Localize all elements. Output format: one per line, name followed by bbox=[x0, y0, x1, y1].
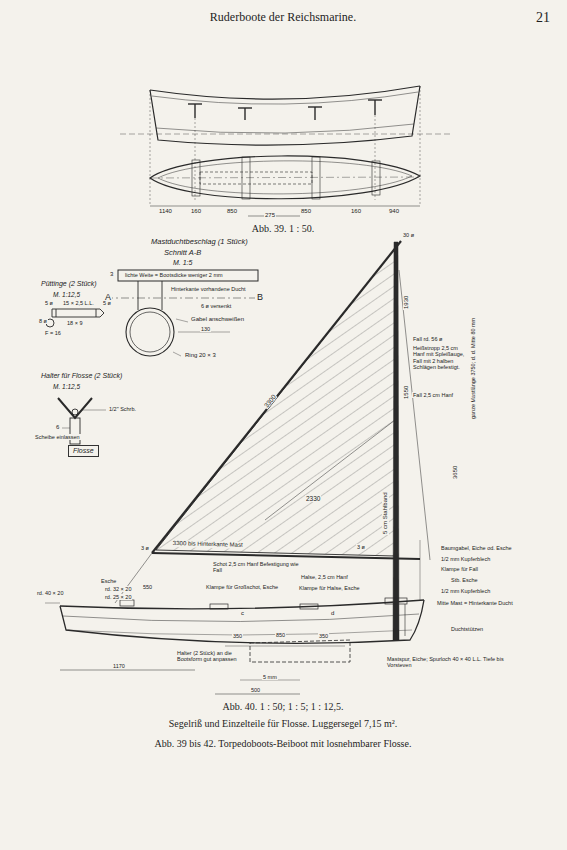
dimension-label: 160 bbox=[350, 208, 362, 215]
dimension-label: M. 1:5 bbox=[172, 259, 193, 267]
dimension-label: ganze Mastlänge 3750; d. d. Mitte 80 mm bbox=[470, 317, 476, 420]
dimension-label: Halse, 2,5 cm Hanf bbox=[300, 574, 349, 580]
dimension-label: Klampe für Halse, Esche bbox=[298, 585, 361, 591]
caption-text: Segelriß und Einzelteile für Flosse. Lug… bbox=[168, 718, 399, 730]
dimension-label: 3300 bbox=[262, 392, 278, 409]
dimension-label: B bbox=[256, 292, 264, 302]
dimension-label: rd. 40 × 20 bbox=[36, 590, 64, 596]
dimension-label: 18 × 9 bbox=[66, 320, 83, 326]
dimension-label: 5 cm Stahlband bbox=[382, 491, 389, 535]
dimension-label: Schot 2,5 cm Hanf Befestigung wie Fall bbox=[212, 561, 304, 574]
dimension-label: 3 ø bbox=[356, 544, 366, 550]
dimension-label: Klampe für Fall bbox=[440, 566, 479, 572]
dimension-label: Halter für Flosse (2 Stück) bbox=[40, 372, 123, 380]
dimension-label: Gabel anschweißen bbox=[190, 316, 245, 323]
dimension-label: 8 ø bbox=[38, 318, 48, 324]
caption-text: Abb. 39. 1 : 50. bbox=[251, 223, 316, 235]
dimension-label: Schnitt A-B bbox=[163, 249, 202, 258]
dimension-label: Püttinge (2 Stück) bbox=[40, 280, 98, 288]
dimension-label: 350 bbox=[318, 633, 329, 639]
dimension-label: F = 16 bbox=[44, 330, 62, 336]
dimension-label: Duchtstützen bbox=[450, 626, 484, 632]
dimension-label: 2330 bbox=[305, 495, 321, 502]
dimension-label: Ring 20 × 3 bbox=[184, 352, 217, 359]
dimension-label: c bbox=[240, 610, 245, 617]
dimension-label: Fall rd. 56 ø bbox=[412, 336, 443, 342]
dimension-label: 15 × 2,5 L.L. bbox=[62, 300, 95, 306]
dimension-label: 550 bbox=[142, 584, 153, 590]
dimension-label: 850 bbox=[226, 208, 238, 215]
dimension-label: 500 bbox=[250, 687, 261, 693]
dimension-label: 3300 bis Hinterkante Mast bbox=[172, 540, 244, 549]
dimension-label: rd. 25 × 20 bbox=[104, 594, 132, 600]
dimension-label: 1/2 mm Kupferblech bbox=[440, 588, 491, 594]
dimension-label: Klampe für Großschot, Esche bbox=[205, 584, 279, 590]
dimension-label: 1/2 mm Kupferblech bbox=[440, 556, 491, 562]
caption-text: 21 bbox=[535, 10, 551, 26]
dimension-label: 6 bbox=[55, 424, 60, 431]
dimension-label: Baumgabel, Eiche od. Esche bbox=[440, 545, 513, 551]
dimension-label: 130 bbox=[200, 326, 211, 332]
dimension-label: 1930 bbox=[403, 295, 410, 310]
part-box: Flosse bbox=[68, 445, 99, 457]
dimension-label: M. 1:12,5 bbox=[52, 291, 81, 298]
dimension-label: 1/2" Schrb. bbox=[108, 406, 137, 412]
dimension-label: 1170 bbox=[112, 663, 126, 669]
dimension-label: Heißstropp 2,5 cm Hanf mit Spleißauge, F… bbox=[412, 345, 470, 370]
dimension-label: Halter (2 Stück) an die Bootsform gut an… bbox=[176, 650, 242, 663]
dimension-label: 5 mm bbox=[262, 674, 278, 680]
dimension-label: 3650 bbox=[452, 465, 459, 480]
dimension-label: Mastduchtbeschlag (1 Stück) bbox=[150, 238, 249, 247]
dimension-label: Mastspur, Eiche; Spurloch 40 × 40 L.L. T… bbox=[386, 656, 506, 669]
dimension-label: 850 bbox=[275, 632, 286, 638]
dimension-label: d bbox=[330, 610, 335, 617]
part-name: Flosse bbox=[73, 447, 94, 455]
dimension-label: Scheibe einlassen bbox=[34, 434, 81, 440]
dimension-label: 3 bbox=[109, 271, 114, 278]
dimension-label: rd. 32 × 20 bbox=[104, 586, 132, 592]
dimension-label: 1550 bbox=[403, 385, 410, 400]
dimension-label: 850 bbox=[300, 208, 312, 215]
dimension-label: lichte Weite = Bootsdicke weniger 2 mm bbox=[124, 272, 224, 278]
dimension-label: 6 ø versenkt bbox=[200, 303, 232, 309]
dimension-label: 3 ø bbox=[140, 545, 150, 551]
dimension-label: 275 bbox=[264, 212, 276, 219]
dimension-label: Mitte Mast = Hinterkante Ducht bbox=[436, 600, 516, 606]
dimension-label: Fall 2,5 cm Hanf bbox=[412, 392, 454, 398]
dimension-label: 940 bbox=[388, 208, 400, 215]
dimension-label: 160 bbox=[190, 208, 202, 215]
dimension-label: 5 ø bbox=[102, 300, 112, 306]
dimension-label: 5 ø bbox=[44, 300, 54, 306]
dimension-label: 30 ø bbox=[402, 232, 415, 238]
dimension-label: M. 1:12,5 bbox=[52, 383, 81, 390]
dimension-label: Stb. Esche bbox=[450, 577, 479, 583]
dimension-label: Hinterkante vorhandene Ducht bbox=[170, 286, 247, 292]
dimension-label: 350 bbox=[232, 633, 243, 639]
figure-caption: Abb. 39 bis 42. Torpedoboots-Beiboot mit… bbox=[155, 738, 412, 749]
page-header: Ruderboote der Reichsmarine. bbox=[210, 10, 356, 25]
dimension-label: 1140 bbox=[158, 208, 173, 215]
caption-text: Abb. 40. 1 : 50; 1 : 5; 1 : 12,5. bbox=[221, 701, 344, 713]
dimension-label: Esche bbox=[100, 578, 117, 584]
